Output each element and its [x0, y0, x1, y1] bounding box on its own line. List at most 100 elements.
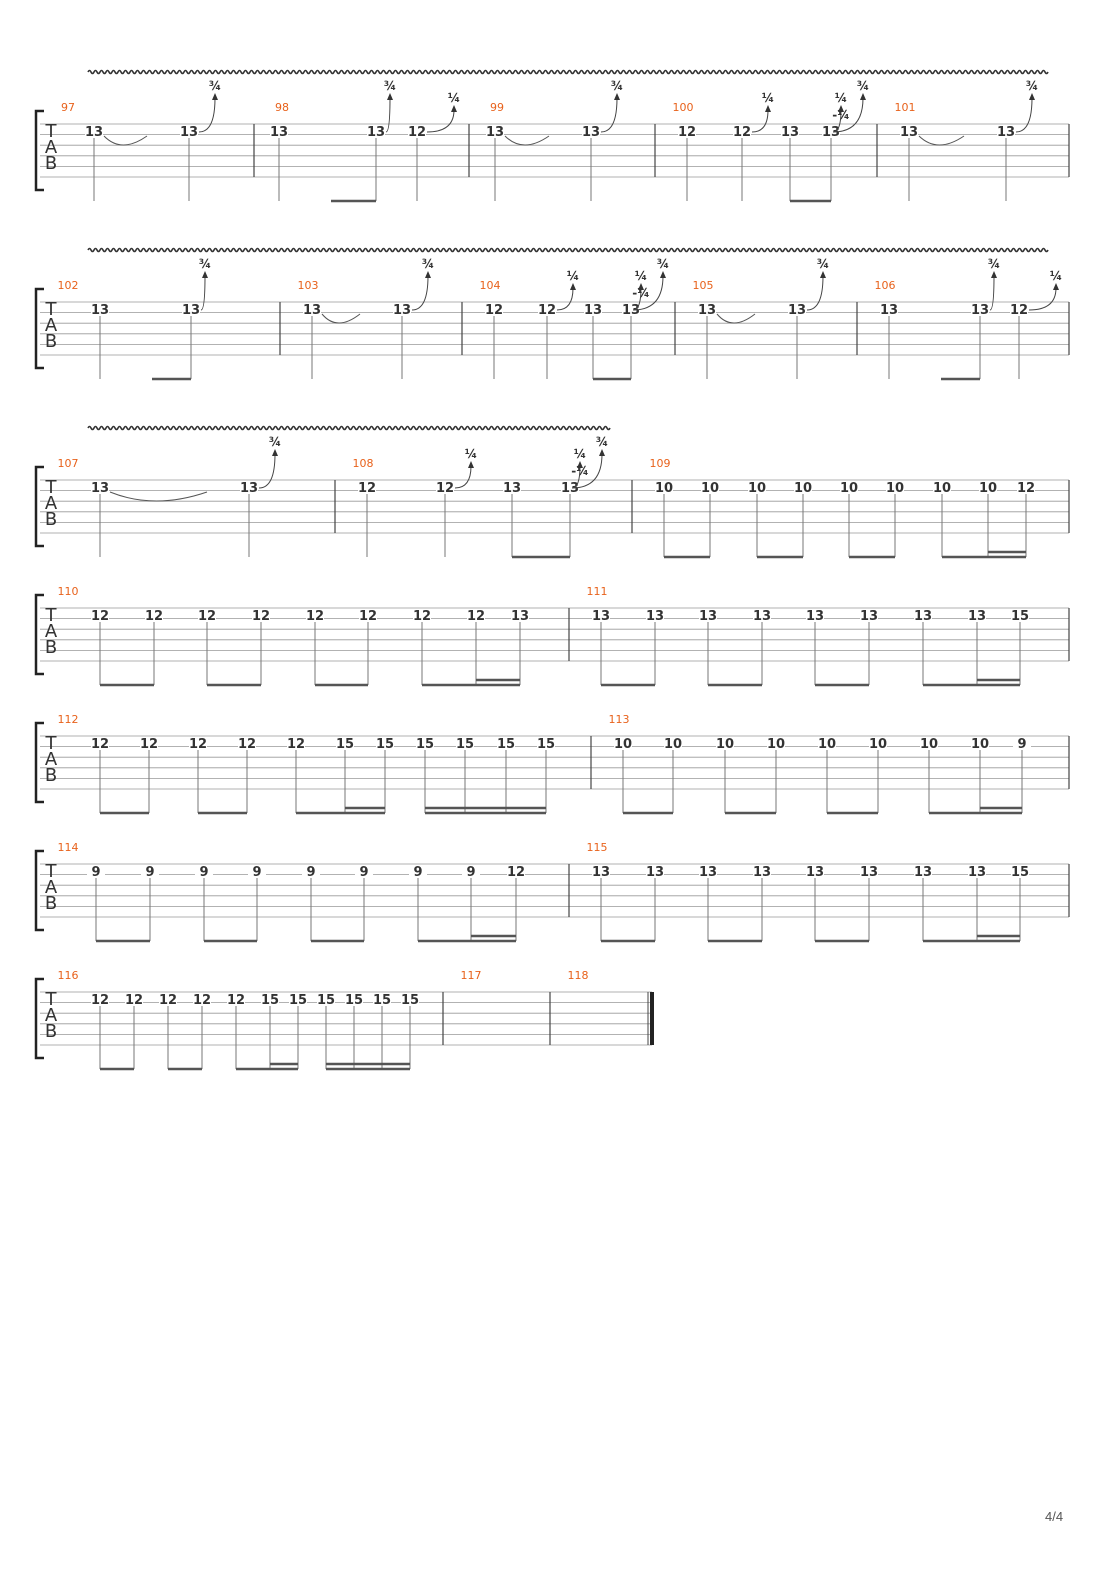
bend-arrowhead — [387, 93, 393, 100]
fret-bg — [145, 609, 163, 621]
bend-curve — [1028, 287, 1057, 311]
bend-arrowhead — [660, 271, 666, 278]
vibrato-line — [87, 425, 611, 431]
fret-number: 12 — [485, 303, 503, 318]
fret-bg — [373, 993, 391, 1005]
fret-bg — [748, 481, 766, 493]
fret-bg — [860, 609, 878, 621]
bend-curve — [751, 109, 769, 133]
bend-label: ¼ — [448, 91, 460, 105]
fret-bg — [355, 865, 373, 877]
fret-number: 13 — [997, 125, 1015, 140]
page-indicator: 4/4 — [1045, 1509, 1064, 1524]
fret-number: 13 — [85, 125, 103, 140]
bend-label: ¾ — [269, 435, 281, 449]
fret-number: 10 — [614, 737, 632, 752]
tab-clef-letter: B — [45, 637, 57, 658]
fret-number: 10 — [869, 737, 887, 752]
fret-number: 10 — [840, 481, 858, 496]
fret-bg — [701, 481, 719, 493]
fret-bg — [880, 303, 898, 315]
fret-bg — [767, 737, 785, 749]
fret-number: 12 — [193, 993, 211, 1008]
fret-bg — [537, 737, 555, 749]
fret-number: 12 — [125, 993, 143, 1008]
fret-number: 13 — [698, 303, 716, 318]
fret-number: 13 — [503, 481, 521, 496]
tie-curve — [918, 135, 965, 146]
fret-number: 9 — [1017, 737, 1026, 752]
bend-arrowhead — [577, 461, 583, 468]
fret-number: 12 — [408, 125, 426, 140]
tab-clef-letter: T — [45, 605, 58, 626]
fret-bg — [486, 125, 504, 137]
fret-bg — [485, 303, 503, 315]
bend-curve — [258, 453, 276, 489]
fret-bg — [753, 609, 771, 621]
fret-bg — [401, 993, 419, 1005]
fret-bg — [159, 993, 177, 1005]
fret-bg — [180, 125, 198, 137]
fret-number: 10 — [794, 481, 812, 496]
measure-number: 110 — [58, 585, 79, 598]
fret-bg — [227, 993, 245, 1005]
fret-number: 13 — [914, 865, 932, 880]
fret-bg — [614, 737, 632, 749]
bend-label: ¾ — [384, 79, 396, 93]
bend-arrowhead — [991, 271, 997, 278]
bend-arrowhead — [638, 283, 644, 290]
fret-bg — [467, 609, 485, 621]
fret-bg — [91, 737, 109, 749]
bend-curve — [600, 97, 618, 133]
fret-bg — [646, 865, 664, 877]
system-bracket — [34, 849, 44, 932]
fret-bg — [198, 609, 216, 621]
measure-number: 109 — [650, 457, 671, 470]
fret-bg — [358, 481, 376, 493]
fret-number: 10 — [933, 481, 951, 496]
fret-bg — [886, 481, 904, 493]
fret-number: 13 — [646, 609, 664, 624]
fret-bg — [716, 737, 734, 749]
fret-bg — [914, 865, 932, 877]
fret-bg — [1011, 865, 1029, 877]
measure-number: 102 — [58, 279, 79, 292]
bend-arrowhead — [765, 105, 771, 112]
bend-curve — [632, 275, 664, 311]
fret-number: 13 — [699, 865, 717, 880]
fret-bg — [189, 737, 207, 749]
fret-bg — [869, 737, 887, 749]
bend-label: ¾ — [1026, 79, 1038, 93]
bend-label: ¾ — [988, 257, 1000, 271]
fret-number: 13 — [91, 303, 109, 318]
fret-bg — [698, 303, 716, 315]
fret-number: 10 — [979, 481, 997, 496]
tab-clef-letter: A — [45, 877, 58, 898]
fret-number: 12 — [91, 737, 109, 752]
bend-arrowhead — [599, 449, 605, 456]
fret-bg — [920, 737, 938, 749]
fret-number: 9 — [359, 865, 368, 880]
fret-bg — [511, 609, 529, 621]
fret-bg — [503, 481, 521, 493]
fret-number: 9 — [306, 865, 315, 880]
fret-number: 13 — [753, 865, 771, 880]
tab-clef-letter: A — [45, 493, 58, 514]
fret-bg — [141, 865, 159, 877]
fret-bg — [91, 303, 109, 315]
fret-number: 13 — [303, 303, 321, 318]
fret-bg — [781, 125, 799, 137]
fret-bg — [1017, 481, 1035, 493]
fret-number: 12 — [359, 609, 377, 624]
fret-bg — [561, 481, 579, 493]
tie-curve — [504, 135, 550, 146]
fret-number: 12 — [198, 609, 216, 624]
fret-bg — [91, 609, 109, 621]
fret-number: 13 — [646, 865, 664, 880]
fret-bg — [409, 865, 427, 877]
fret-bg — [538, 303, 556, 315]
